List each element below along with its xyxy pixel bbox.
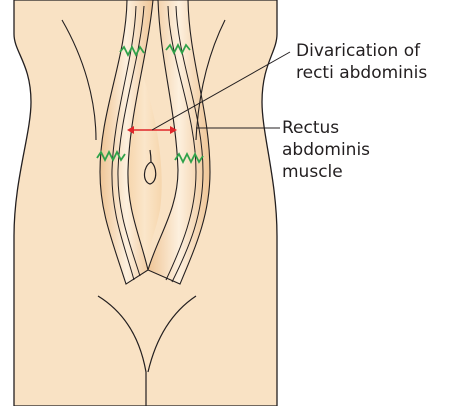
rectus-label-line: abdominis [282, 139, 370, 161]
rectus-label-line: Rectus [282, 117, 370, 139]
divarication-label-line: Divarication of [296, 40, 427, 62]
rectus-label-line: muscle [282, 161, 370, 183]
divarication-label: Divarication of recti abdominis [296, 40, 427, 84]
divarication-label-line: recti abdominis [296, 62, 427, 84]
rectus-abdominis-label: Rectus abdominis muscle [282, 117, 370, 183]
